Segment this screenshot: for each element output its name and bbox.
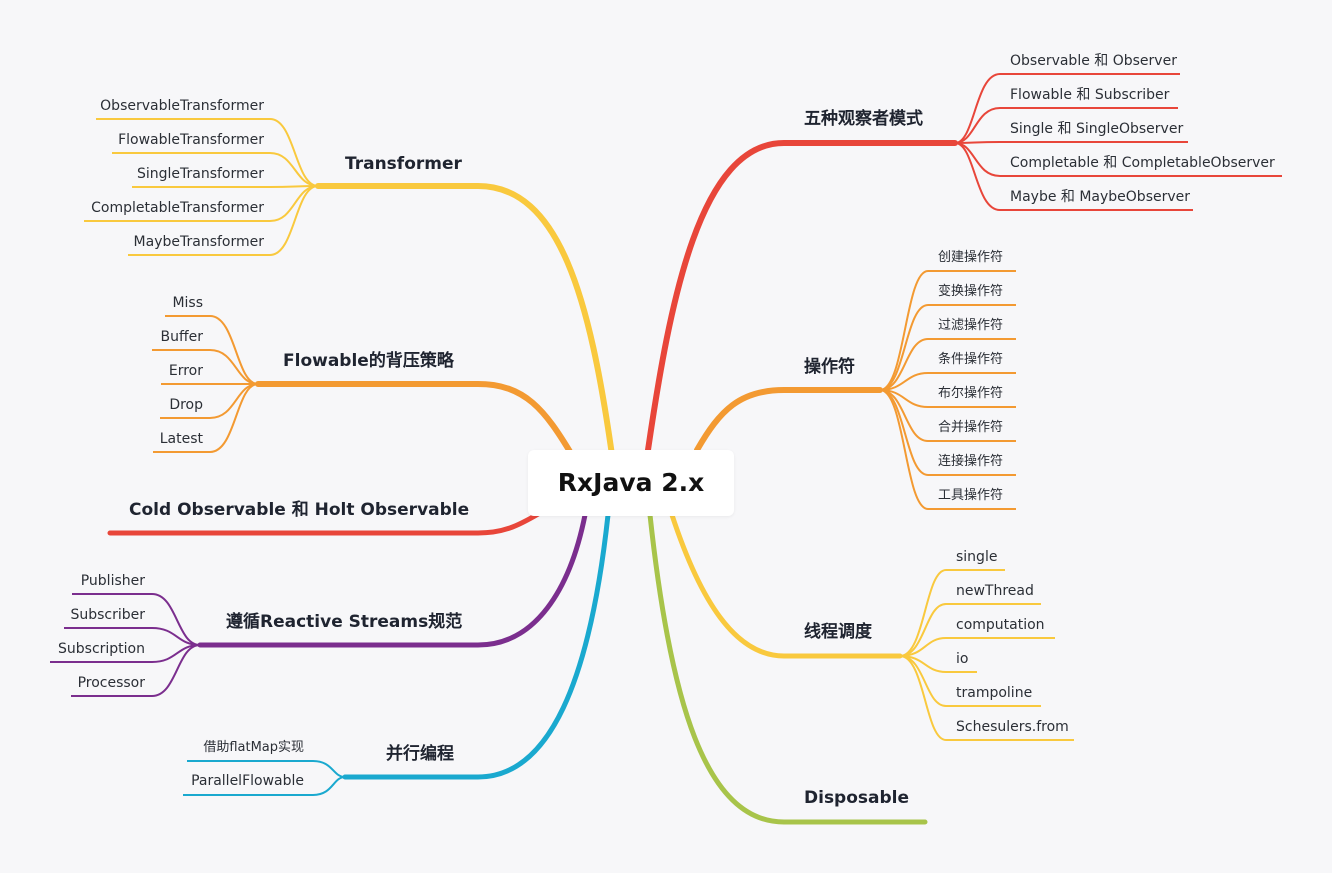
- leaf-backpressure[interactable]: Error: [168, 363, 203, 379]
- leaf-backpressure[interactable]: Miss: [172, 295, 203, 311]
- leaf-observer-mode[interactable]: Flowable 和 Subscriber: [1010, 87, 1170, 103]
- leaf-transformer[interactable]: CompletableTransformer: [91, 200, 264, 216]
- leaf-parallel[interactable]: ParallelFlowable: [191, 773, 304, 789]
- leaf-transformer[interactable]: ObservableTransformer: [100, 98, 264, 114]
- leaf-reactive-streams[interactable]: Subscription: [58, 641, 145, 657]
- leaf-transformer[interactable]: FlowableTransformer: [118, 132, 264, 148]
- branch-reactive-streams-title[interactable]: 遵循Reactive Streams规范: [226, 612, 463, 632]
- branch-backpressure-title[interactable]: Flowable的背压策略: [283, 351, 454, 371]
- leaf-operator[interactable]: 变换操作符: [938, 284, 1004, 299]
- edge-disposable: [647, 512, 928, 825]
- leaf-operator[interactable]: 布尔操作符: [938, 386, 1004, 401]
- branch-parallel-title[interactable]: 并行编程: [386, 744, 454, 764]
- branch-disposable-title[interactable]: Disposable: [804, 788, 910, 808]
- leaf-backpressure[interactable]: Drop: [169, 397, 203, 413]
- leaf-observer-mode[interactable]: Observable 和 Observer: [1010, 53, 1177, 69]
- branch-operators-title[interactable]: 操作符: [804, 357, 855, 377]
- leaf-backpressure[interactable]: Buffer: [160, 329, 204, 345]
- branch-observer-modes-title[interactable]: 五种观察者模式: [804, 109, 923, 129]
- leaf-scheduler[interactable]: Schesulers.from: [956, 719, 1069, 735]
- edge-observer-modes: [645, 140, 958, 453]
- leaf-scheduler[interactable]: io: [956, 651, 969, 667]
- leaf-operator[interactable]: 过滤操作符: [938, 318, 1004, 333]
- leaf-reactive-streams[interactable]: Processor: [77, 675, 145, 691]
- edge-schedulers: [669, 512, 903, 659]
- leaf-scheduler[interactable]: newThread: [956, 583, 1034, 599]
- root-node[interactable]: RxJava 2.x: [528, 450, 734, 516]
- leaf-backpressure[interactable]: Latest: [159, 431, 203, 447]
- leaf-scheduler[interactable]: computation: [956, 617, 1045, 633]
- leaf-operator[interactable]: 工具操作符: [938, 488, 1004, 503]
- root-title: RxJava 2.x: [557, 468, 705, 497]
- leaf-reactive-streams[interactable]: Publisher: [80, 573, 145, 589]
- leaf-parallel[interactable]: 借助flatMap实现: [203, 740, 304, 755]
- edge-backpressure: [255, 381, 575, 458]
- leaf-observer-mode[interactable]: Completable 和 CompletableObserver: [1010, 155, 1275, 171]
- leaf-transformer[interactable]: SingleTransformer: [136, 166, 264, 182]
- leaf-reactive-streams[interactable]: Subscriber: [70, 607, 145, 623]
- edge-operators: [694, 387, 883, 453]
- leaf-operator[interactable]: 连接操作符: [938, 454, 1004, 469]
- leaf-operator[interactable]: 条件操作符: [938, 352, 1004, 367]
- leaf-scheduler[interactable]: single: [956, 549, 998, 565]
- leaf-observer-mode[interactable]: Maybe 和 MaybeObserver: [1010, 189, 1191, 205]
- edge-transformer: [315, 183, 615, 458]
- edge-parallel: [342, 512, 611, 780]
- leaf-operator[interactable]: 创建操作符: [938, 250, 1004, 265]
- leaf-operator[interactable]: 合并操作符: [938, 420, 1004, 435]
- branch-schedulers-title[interactable]: 线程调度: [804, 622, 872, 642]
- leaf-scheduler[interactable]: trampoline: [956, 685, 1033, 701]
- edge-reactive-streams: [197, 512, 588, 648]
- branch-transformer-title[interactable]: Transformer: [345, 154, 462, 174]
- leaf-observer-mode[interactable]: Single 和 SingleObserver: [1010, 121, 1184, 137]
- branch-cold-hot-title[interactable]: Cold Observable 和 Holt Observable: [129, 500, 470, 520]
- leaf-transformer[interactable]: MaybeTransformer: [133, 234, 264, 250]
